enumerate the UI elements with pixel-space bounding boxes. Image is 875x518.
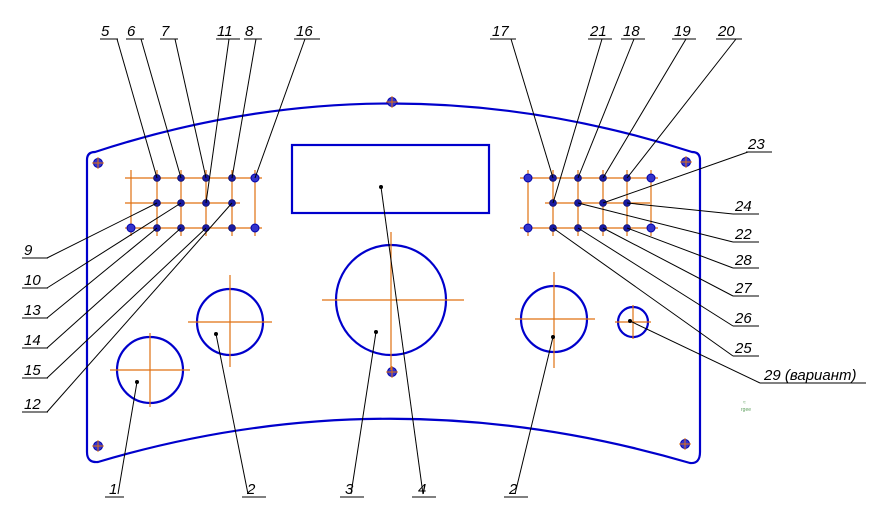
callout-29-optional: 29 (вариант) [763,367,856,384]
callout-22: 22 [734,226,752,243]
callout-10: 10 [24,272,41,289]
callout-7: 7 [161,23,170,40]
callout-2-right: 2 [508,481,518,498]
stamp-mark-line2: rgee [741,407,751,413]
mounting-hole [680,156,692,168]
callout-13: 13 [24,302,41,319]
callout-26: 26 [734,310,752,327]
callout-27: 27 [734,280,752,297]
callout-25: 25 [734,340,752,357]
callout-3: 3 [345,481,354,498]
callout-23: 23 [747,136,765,153]
leader-lines [46,38,761,495]
mounting-hole [386,366,398,378]
gauge-cutout-center [322,232,464,370]
mounting-hole [386,96,398,108]
indicator-group-right [520,170,658,236]
callout-5: 5 [101,23,110,40]
callout-17: 17 [492,23,509,40]
mounting-hole [92,440,104,452]
callout-1: 1 [109,481,117,498]
callout-6: 6 [127,23,136,40]
mounting-hole [679,438,691,450]
stamp-mark-line1: ≈ [743,400,746,406]
callout-4: 4 [418,481,426,498]
callout-24: 24 [734,198,752,215]
callout-12: 12 [24,396,41,413]
gauge-cutout-left [188,275,272,367]
callout-8: 8 [245,23,254,40]
mounting-hole [92,157,104,169]
gauge-cutout-right [515,272,595,368]
callout-15: 15 [24,362,41,379]
callout-28: 28 [734,252,752,269]
callout-16: 16 [296,23,313,40]
callout-14: 14 [24,332,41,349]
callout-19: 19 [674,23,691,40]
callout-2-left: 2 [246,481,256,498]
callout-21: 21 [589,23,607,40]
panel-outline [85,102,702,465]
gauge-cutout-left-small [110,333,190,407]
callout-18: 18 [623,23,640,40]
callout-9: 9 [24,242,33,259]
indicator-group-left [125,170,262,236]
mounting-holes [92,96,692,452]
callout-20: 20 [717,23,735,40]
callout-11: 11 [217,23,233,40]
callouts: 5 6 7 11 8 16 9 10 13 14 15 12 1 2 3 4 2… [22,23,866,498]
display-window [290,143,491,215]
